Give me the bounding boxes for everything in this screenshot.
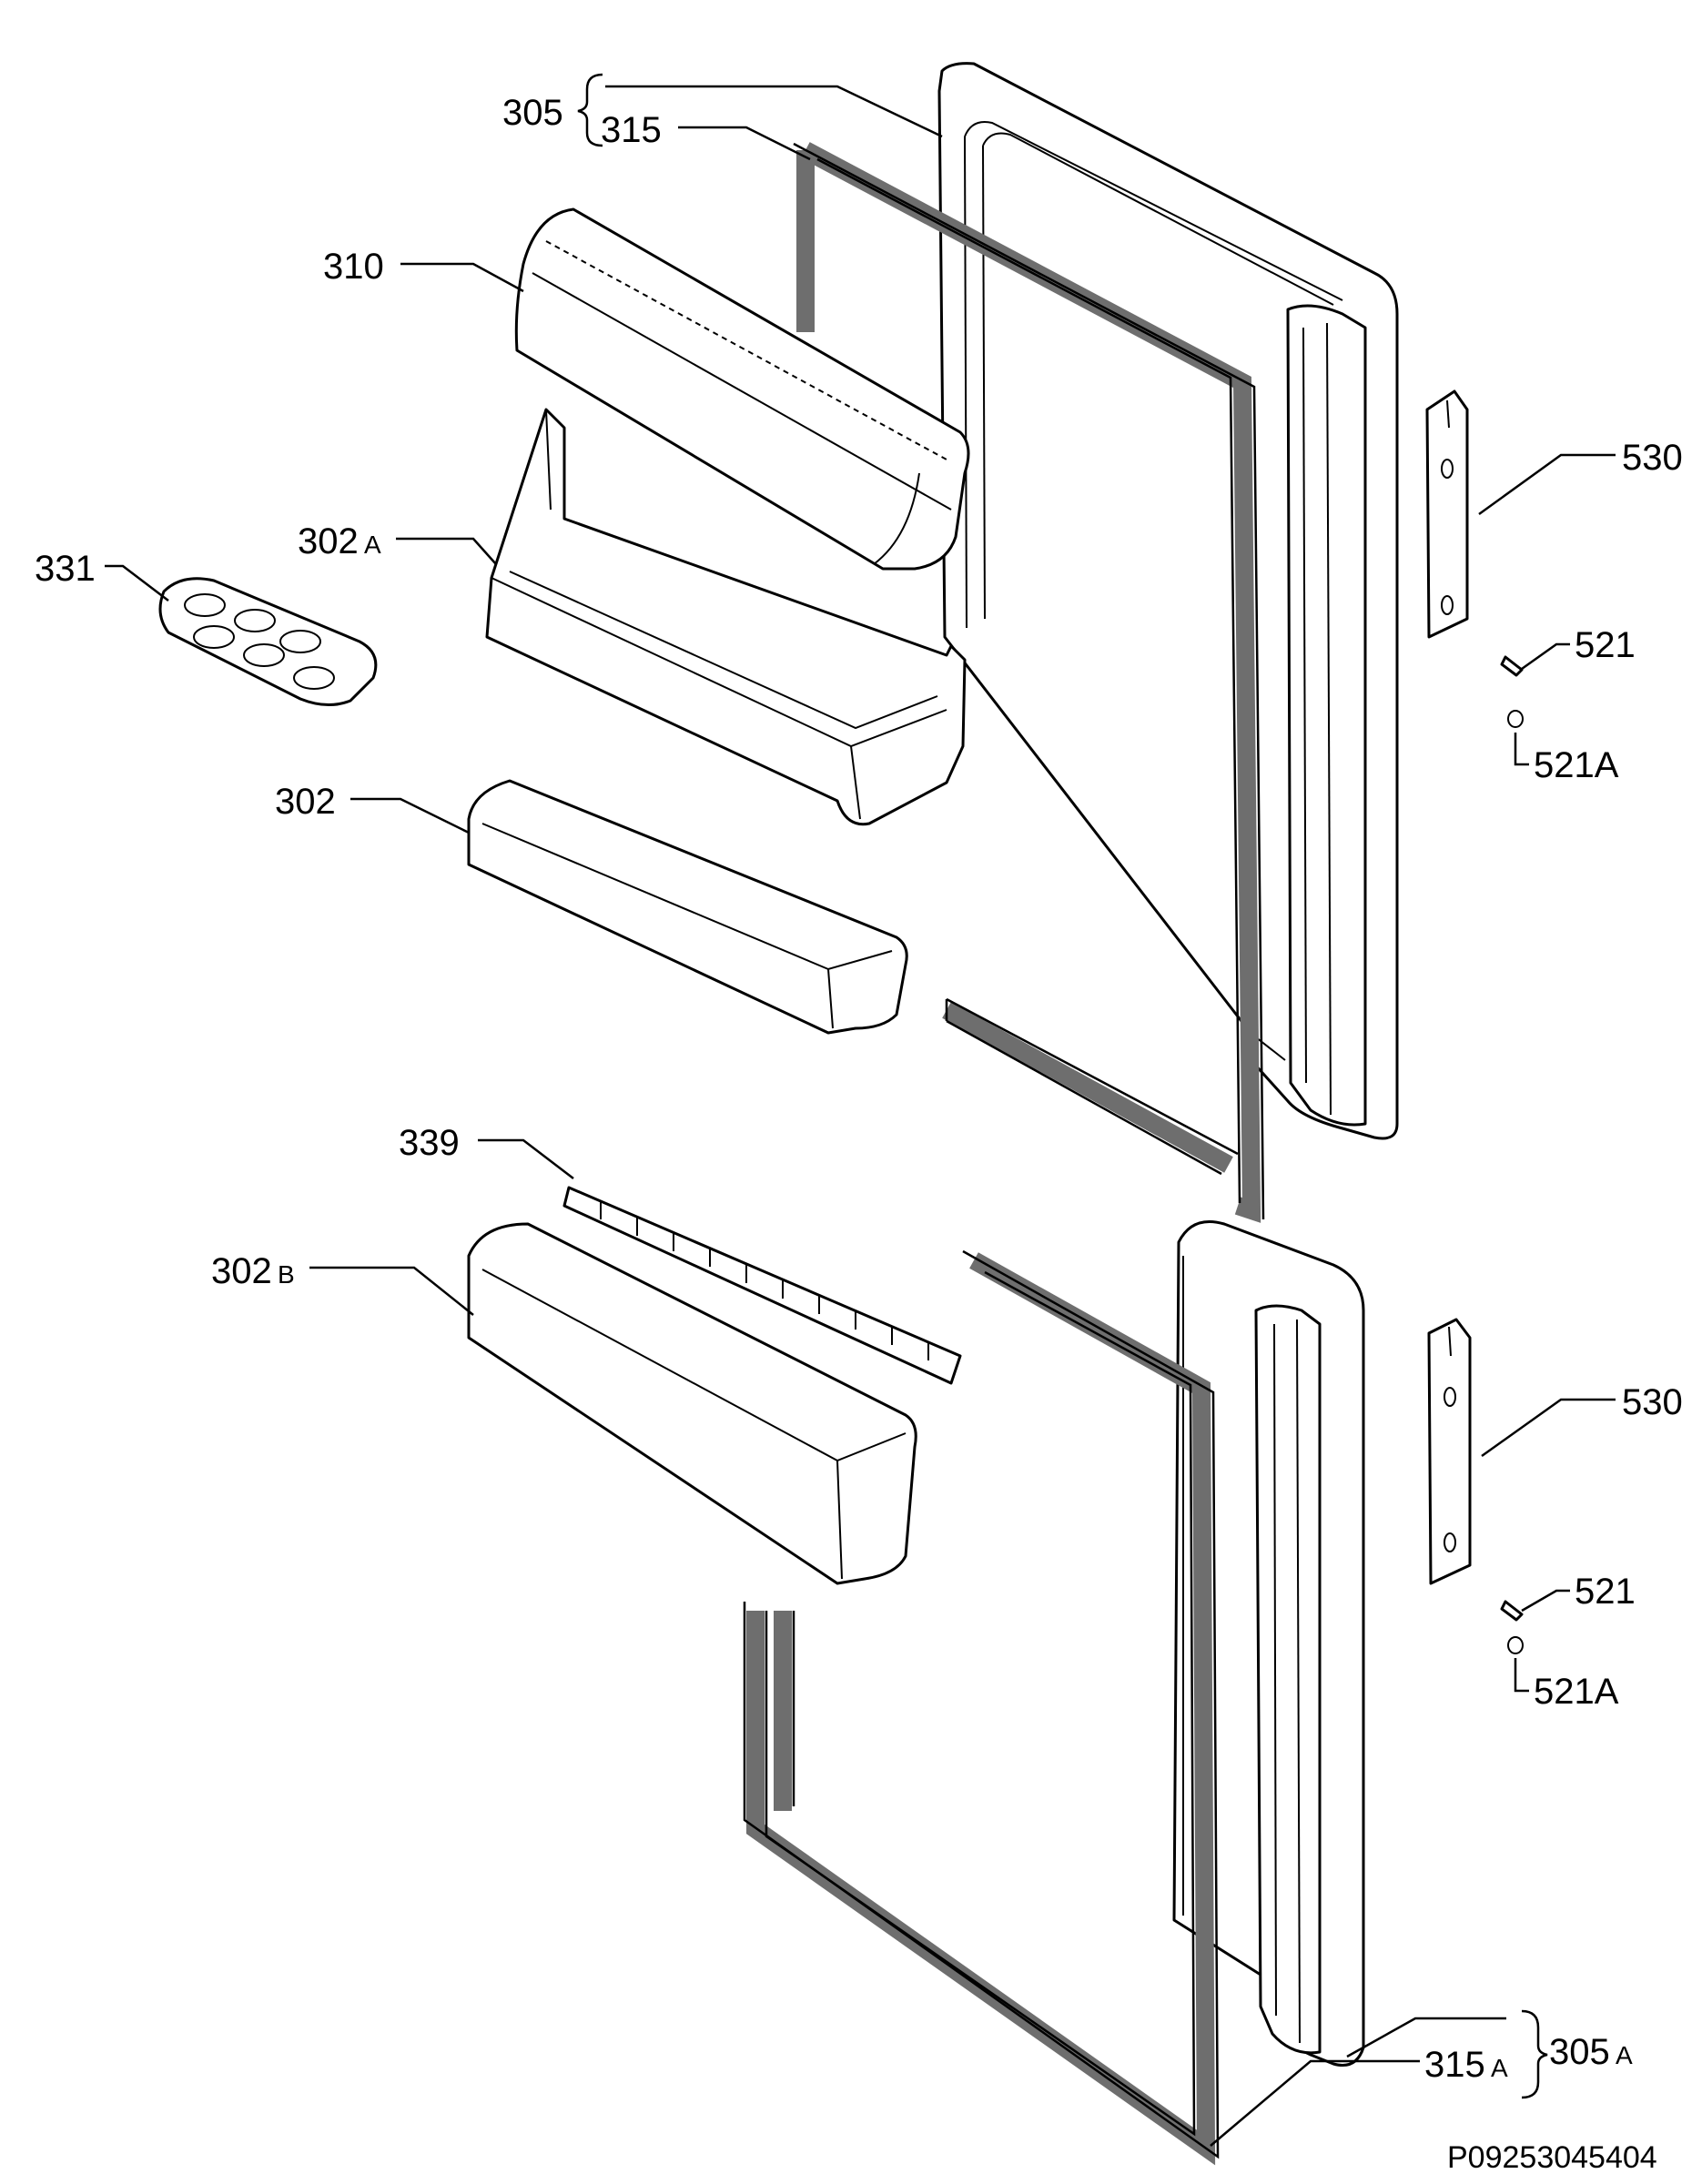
part-339-rack: [562, 1186, 962, 1385]
label-315: 315: [601, 110, 662, 150]
label-315A: 315: [1424, 2045, 1485, 2085]
label-302B: 302: [211, 1251, 272, 1291]
lower-gasket-315A: [743, 1249, 1220, 2166]
label-305: 305: [502, 93, 563, 133]
label-331: 331: [35, 549, 96, 589]
drawing-code: P09253045404: [1447, 2140, 1657, 2175]
label-315A-suffix: A: [1491, 2054, 1508, 2082]
label-521A-bottom: 521A: [1534, 1672, 1619, 1712]
label-530-bottom: 530: [1622, 1382, 1683, 1422]
label-530-top: 530: [1622, 438, 1683, 478]
part-331-egg-tray: [158, 577, 378, 706]
upper-gasket-315: [793, 142, 1265, 1223]
screw-521-bottom: [1500, 1600, 1524, 1622]
part-302B-shelf: [467, 1222, 917, 1585]
label-302B-suffix: B: [278, 1260, 295, 1289]
hinge-530-top: [1425, 389, 1469, 639]
label-310: 310: [323, 247, 384, 287]
label-339: 339: [399, 1123, 460, 1163]
label-302A: 302: [298, 521, 359, 561]
label-521-top: 521: [1575, 625, 1636, 665]
label-305A-suffix: A: [1616, 2041, 1633, 2069]
label-302A-suffix: A: [364, 531, 381, 559]
lower-door-305A: [1172, 1220, 1365, 2067]
part-302A-shelf: [485, 408, 967, 826]
label-521A-top: 521A: [1534, 745, 1619, 785]
label-521-bottom: 521: [1575, 1572, 1636, 1612]
label-305A: 305: [1549, 2032, 1610, 2072]
washer-521A-bottom: [1507, 1636, 1524, 1654]
leader-lines: [105, 85, 1616, 2147]
label-302: 302: [275, 782, 336, 822]
braces: [577, 73, 1548, 2099]
upper-door-305: [937, 62, 1399, 1140]
part-310-lid: [514, 207, 970, 571]
washer-521A-top: [1507, 710, 1524, 728]
part-302-shelf: [467, 779, 908, 1035]
screw-521-top: [1500, 655, 1524, 677]
hinge-530-bottom: [1427, 1318, 1472, 1585]
